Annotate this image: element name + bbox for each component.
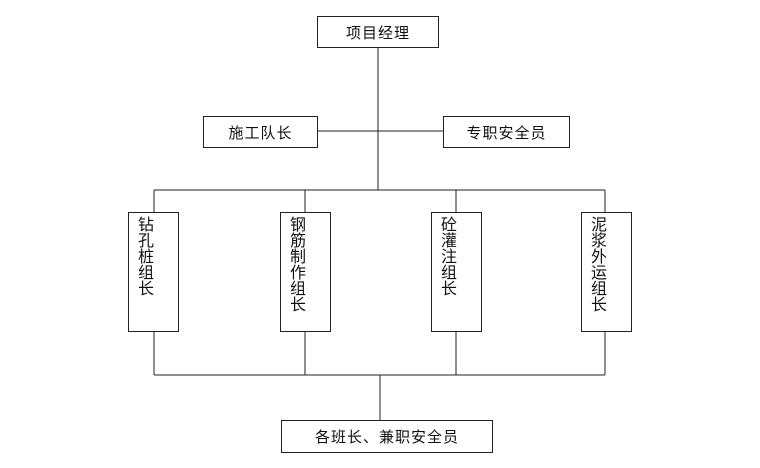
construction-captain-label: 施工队长 <box>228 123 293 142</box>
group-box-drilling: 钻孔桩组长 <box>128 212 179 332</box>
project-manager-box: 项目经理 <box>317 16 439 48</box>
group-label-rebar: 钢筋制作组长 <box>290 215 307 314</box>
team-leaders-label: 各班长、兼职安全员 <box>314 428 459 446</box>
group-label-concrete: 砼灌注组长 <box>441 215 458 298</box>
safety-officer-label: 专职安全员 <box>466 123 547 142</box>
group-box-concrete: 砼灌注组长 <box>431 212 482 332</box>
team-leaders-box: 各班长、兼职安全员 <box>281 420 493 453</box>
construction-captain-box: 施工队长 <box>203 116 318 148</box>
group-box-slurry: 泥浆外运组长 <box>581 212 632 332</box>
group-box-rebar: 钢筋制作组长 <box>280 212 331 332</box>
project-manager-label: 项目经理 <box>345 23 410 42</box>
group-label-slurry: 泥浆外运组长 <box>591 215 608 314</box>
group-label-drilling: 钻孔桩组长 <box>138 215 155 298</box>
safety-officer-box: 专职安全员 <box>443 116 570 148</box>
